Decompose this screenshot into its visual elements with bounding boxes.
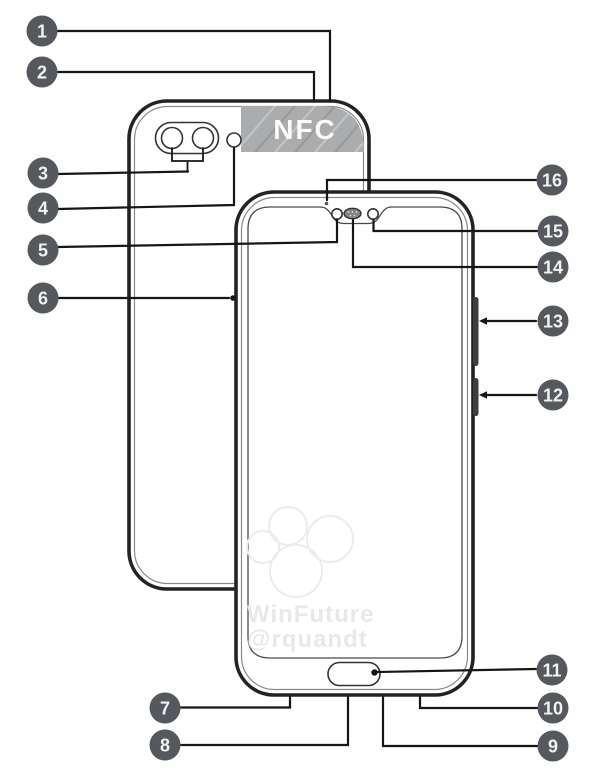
- leader-line-10: [418, 695, 539, 710]
- callouts: 1 2 3 4 5 6 7 8: [26, 15, 569, 762]
- ambient-light-sensor: [366, 208, 379, 221]
- callout-9-circle: [537, 730, 569, 762]
- front-camera: [330, 208, 343, 221]
- nfc-area: NFC: [241, 106, 364, 152]
- callout-7-number: 7: [160, 699, 170, 719]
- leader-lines: [55, 29, 539, 748]
- callout-13: 13: [537, 305, 569, 337]
- callout-11: 11: [536, 654, 568, 686]
- callout-15-number: 15: [543, 222, 563, 242]
- callout-13-number: 13: [543, 312, 563, 332]
- leader-line-2: [55, 70, 316, 102]
- callout-6: 6: [27, 282, 59, 314]
- callout-5-circle: [27, 234, 59, 266]
- callout-4-number: 4: [38, 199, 48, 219]
- leader-line-7: [178, 695, 292, 709]
- callout-8-circle: [149, 729, 181, 761]
- callout-11-number: 11: [542, 661, 561, 681]
- callout-15-circle: [537, 215, 569, 247]
- callout-6-circle: [27, 282, 59, 314]
- grille-dot: [353, 214, 356, 217]
- leader-arrow-12: [479, 391, 487, 399]
- callout-9-number: 9: [548, 737, 558, 757]
- watermark-text-line2: @rquandt: [247, 626, 368, 653]
- power-button: [473, 378, 479, 416]
- callout-16-circle: [536, 164, 568, 196]
- nfc-label: NFC: [273, 114, 337, 145]
- volume-button: [473, 297, 479, 366]
- home-fingerprint-button: [327, 661, 381, 687]
- grille-dot: [351, 211, 354, 213]
- callout-3: 3: [27, 157, 59, 189]
- callout-7: 7: [149, 692, 181, 724]
- callout-2: 2: [26, 56, 58, 88]
- leader-line-9: [381, 695, 539, 748]
- callout-4: 4: [27, 192, 59, 224]
- watermark-bubble: [268, 506, 308, 546]
- watermark: WinFuture @rquandt: [246, 506, 374, 653]
- callout-11-circle: [536, 654, 568, 686]
- callout-1-number: 1: [37, 22, 47, 42]
- grille-dot: [347, 211, 350, 213]
- callout-5: 5: [27, 234, 59, 266]
- leader-line-1: [55, 29, 332, 102]
- callout-15: 15: [537, 215, 569, 247]
- leader-line-6-endpoint: [230, 295, 236, 301]
- callout-13-circle: [537, 305, 569, 337]
- leader-line-15: [372, 218, 539, 233]
- status-led-dot: [324, 201, 329, 206]
- callout-4-circle: [27, 192, 59, 224]
- leader-line-4: [56, 146, 236, 211]
- leader-line-11-endpoint: [371, 669, 378, 676]
- callout-10-number: 10: [543, 699, 563, 719]
- callout-2-circle: [26, 56, 58, 88]
- leader-line-14: [351, 218, 539, 269]
- front-phone-outline: [234, 190, 475, 697]
- leader-line-8: [179, 695, 350, 747]
- leader-line-16: [325, 178, 538, 202]
- camera-bracket: [171, 147, 204, 173]
- callout-9: 9: [537, 730, 569, 762]
- watermark-bubble: [246, 530, 280, 564]
- callout-8-number: 8: [160, 736, 170, 756]
- callout-3-number: 3: [38, 164, 48, 184]
- callout-12-circle: [537, 379, 569, 411]
- earpiece-speaker: [343, 207, 362, 220]
- callout-10: 10: [537, 692, 569, 724]
- watermark-text-line1: WinFuture: [247, 601, 374, 628]
- grille-dot: [349, 214, 352, 217]
- leader-line-5: [56, 218, 339, 249]
- leader-arrow-13: [479, 317, 487, 325]
- camera-lens-right: [191, 126, 215, 150]
- callout-10-circle: [537, 692, 569, 724]
- callout-12: 12: [537, 379, 569, 411]
- nfc-area-shape: [241, 106, 364, 152]
- leader-line-3: [56, 170, 190, 176]
- callout-16: 16: [536, 164, 568, 196]
- watermark-bubble: [306, 515, 354, 563]
- front-phone-inner-line: [240, 196, 469, 691]
- callout-14-circle: [537, 251, 569, 283]
- callout-8: 8: [149, 729, 181, 761]
- watermark-bubble: [269, 544, 323, 598]
- camera-flash: [226, 132, 242, 148]
- callout-1: 1: [26, 15, 58, 47]
- camera-lens-left: [160, 126, 184, 150]
- callout-16-number: 16: [542, 171, 562, 191]
- callout-14-number: 14: [543, 258, 563, 278]
- callout-7-circle: [149, 692, 181, 724]
- callout-3-circle: [27, 157, 59, 189]
- leader-line-11: [376, 667, 538, 674]
- front-phone: [234, 190, 479, 697]
- callout-5-number: 5: [38, 241, 48, 261]
- callout-14: 14: [537, 251, 569, 283]
- callout-6-number: 6: [38, 289, 48, 309]
- dual-camera-module: [154, 121, 220, 155]
- grille-dot: [355, 211, 358, 213]
- earpiece-grille: [343, 207, 362, 220]
- callout-2-number: 2: [37, 63, 47, 83]
- nfc-hatch: [241, 106, 364, 152]
- callout-12-number: 12: [543, 386, 563, 406]
- callout-1-circle: [26, 15, 58, 47]
